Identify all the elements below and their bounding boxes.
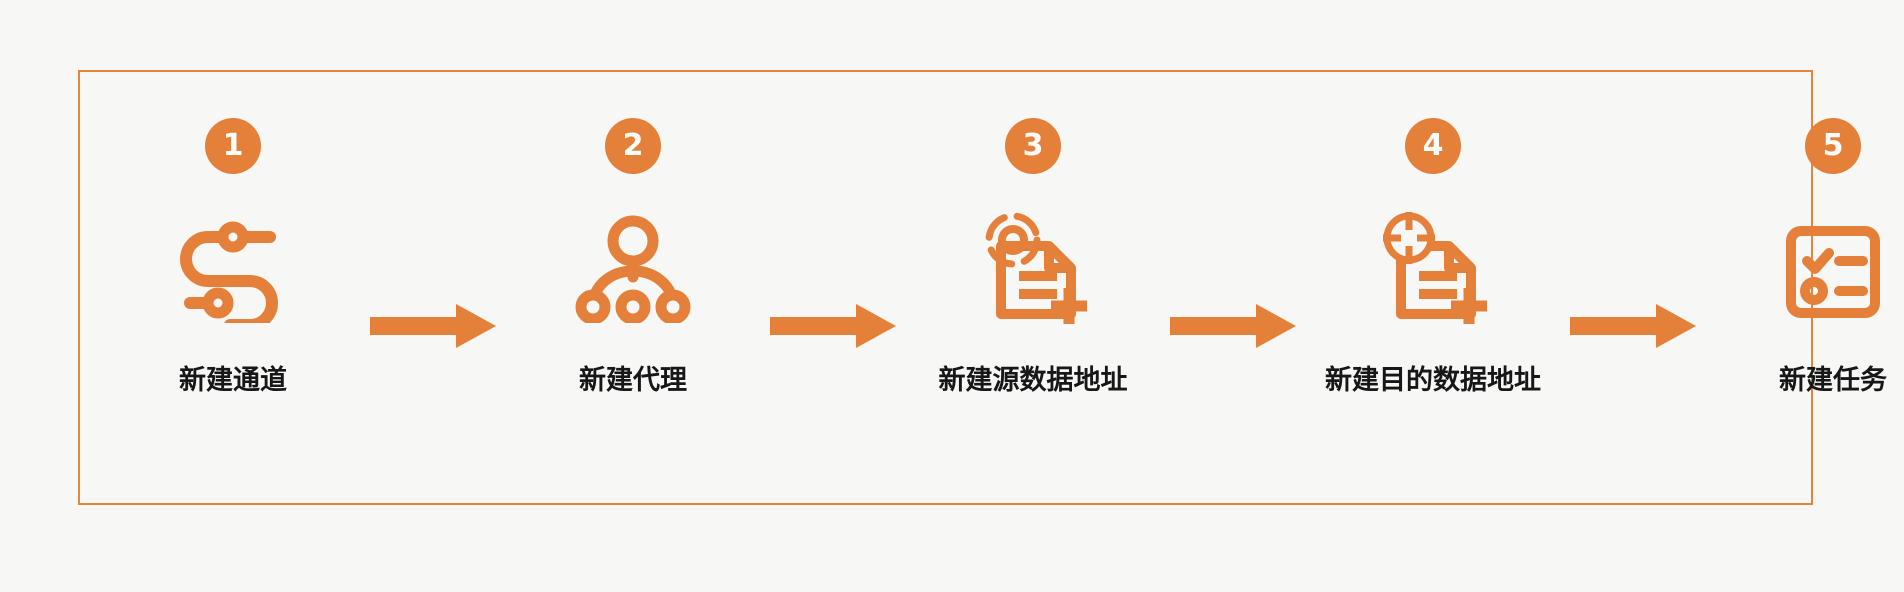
arrow-right-icon xyxy=(1570,304,1696,348)
step-number-badge-3: 3 xyxy=(1005,118,1061,174)
workflow-connector-2 xyxy=(758,302,908,350)
workflow-step-4[interactable]: 4 新建目的数据地址 xyxy=(1308,72,1558,397)
workflow-connector-1 xyxy=(358,302,508,350)
workflow-step-5[interactable]: 5 新建任务 xyxy=(1708,72,1904,397)
target-document-add-icon xyxy=(1371,210,1495,328)
workflow-steps-row: 1 新建通道 2 xyxy=(80,72,1887,503)
arrow-right-icon xyxy=(770,304,896,348)
step-number-badge-5: 5 xyxy=(1805,118,1861,174)
source-document-add-icon xyxy=(971,210,1095,328)
arrow-right-icon xyxy=(370,304,496,348)
workflow-connector-4 xyxy=(1558,302,1708,350)
step-label-4: 新建目的数据地址 xyxy=(1325,365,1541,396)
step-label-3: 新建源数据地址 xyxy=(938,365,1128,396)
step-label-2: 新建代理 xyxy=(579,365,687,396)
workflow-connector-3 xyxy=(1158,302,1308,350)
agent-hierarchy-icon xyxy=(574,210,692,328)
step-number-badge-1: 1 xyxy=(205,118,261,174)
workflow-step-3[interactable]: 3 新建源数据地址 xyxy=(908,72,1158,397)
arrow-right-icon xyxy=(1170,304,1296,348)
task-checklist-icon xyxy=(1777,210,1889,328)
step-number-badge-4: 4 xyxy=(1405,118,1461,174)
step-label-5: 新建任务 xyxy=(1779,365,1887,396)
channel-pipeline-icon xyxy=(174,210,292,328)
workflow-step-2[interactable]: 2 新建代理 xyxy=(508,72,758,397)
step-number-badge-2: 2 xyxy=(605,118,661,174)
workflow-steps-frame: 1 新建通道 2 xyxy=(78,70,1887,505)
step-label-1: 新建通道 xyxy=(179,365,287,396)
workflow-step-1[interactable]: 1 新建通道 xyxy=(108,72,358,397)
